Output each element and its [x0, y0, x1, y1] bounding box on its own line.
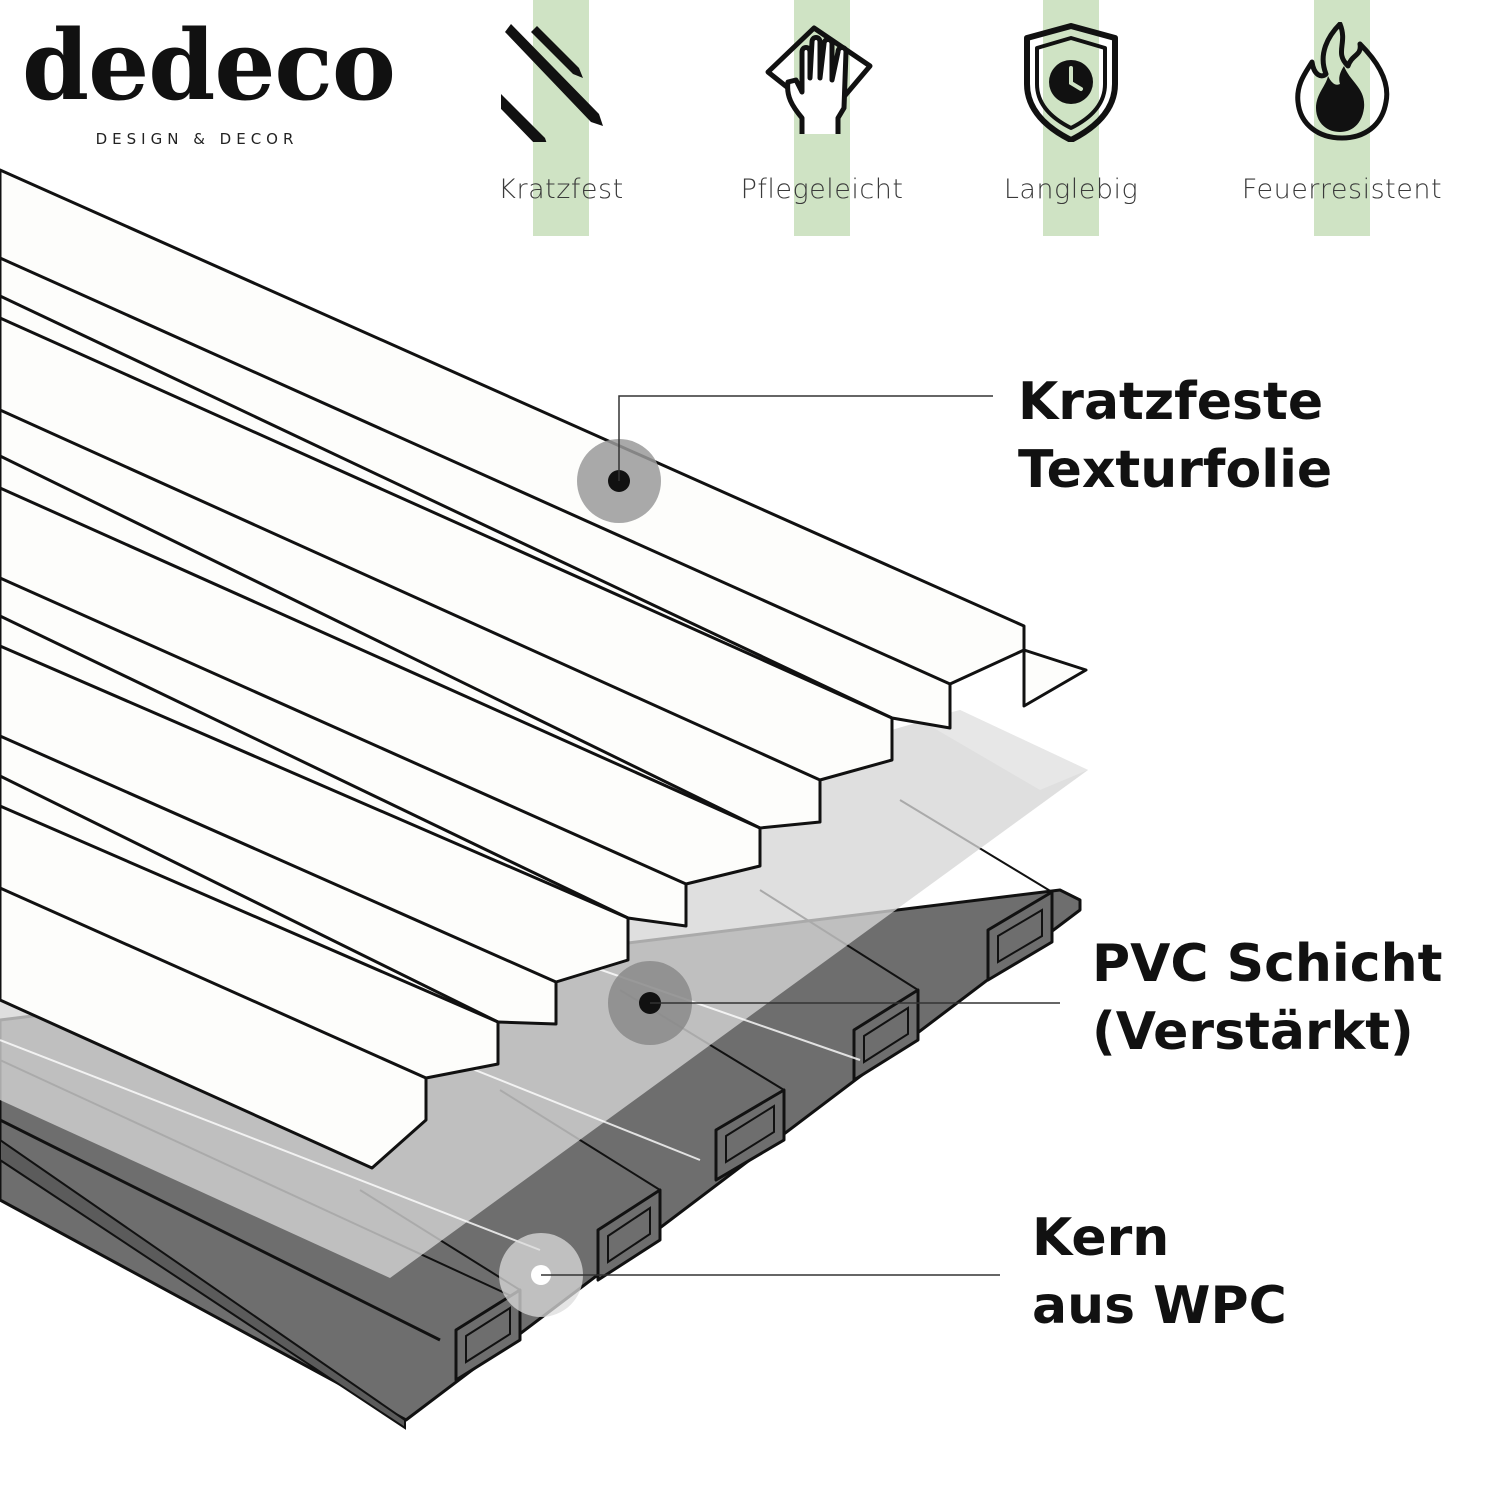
marker-pvc-layer — [608, 961, 1060, 1045]
label-wpc-core: Kern aus WPC — [1032, 1204, 1287, 1340]
hand-wiping-cloth-icon — [765, 25, 873, 134]
label-pvc-layer-line2: (Verstärkt) — [1092, 1002, 1414, 1062]
scratch-marks-icon — [501, 24, 603, 142]
label-texture-foil-line2: Texturfolie — [1018, 440, 1333, 500]
label-texture-foil-line1: Kratzfeste — [1018, 372, 1324, 432]
feature-label-feuerresistent: Feuerresistent — [1241, 174, 1443, 205]
feature-feuerresistent: Feuerresistent — [1242, 0, 1442, 236]
brand-logo: dedeco DESIGN & DECOR — [22, 9, 396, 149]
flame-icon — [1295, 22, 1390, 141]
label-pvc-layer: PVC Schicht (Verstärkt) — [1092, 930, 1442, 1066]
brand-name: dedeco — [22, 9, 396, 122]
feature-label-kratzfest: Kratzfest — [498, 174, 624, 205]
feature-langlebig: Langlebig — [1004, 0, 1138, 236]
label-pvc-layer-line1: PVC Schicht — [1092, 934, 1443, 994]
label-texture-foil: Kratzfeste Texturfolie — [1018, 368, 1332, 504]
marker-texture-foil — [577, 395, 993, 523]
feature-kratzfest: Kratzfest — [498, 0, 623, 236]
feature-label-langlebig: Langlebig — [1003, 174, 1139, 205]
feature-pflegeleicht: Pflegeleicht — [741, 0, 903, 236]
shield-clock-icon — [1024, 23, 1118, 142]
brand-tagline: DESIGN & DECOR — [95, 130, 299, 148]
texture-foil-layer — [0, 168, 1088, 1170]
label-wpc-core-line2: aus WPC — [1032, 1276, 1287, 1336]
feature-label-pflegeleicht: Pflegeleicht — [740, 174, 904, 205]
label-wpc-core-line1: Kern — [1032, 1208, 1170, 1268]
marker-wpc-core — [499, 1233, 1000, 1317]
